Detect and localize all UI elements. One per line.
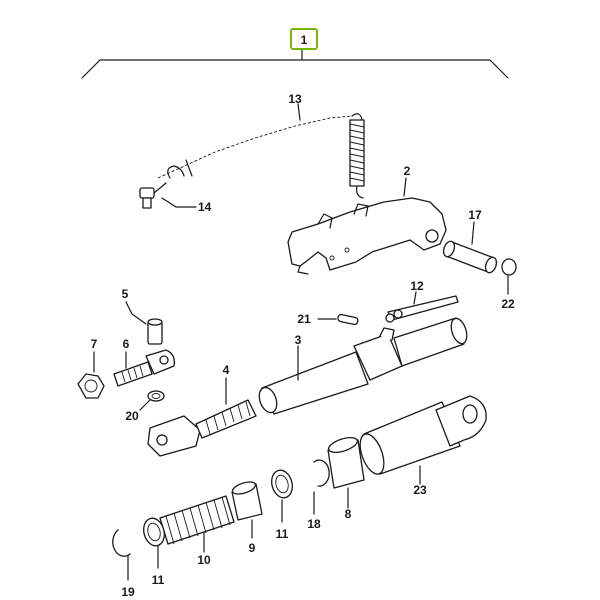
part-20-washer[interactable] <box>147 390 165 402</box>
part-13-chain[interactable] <box>157 113 365 199</box>
label-13: 13 <box>288 92 302 106</box>
part-22-ring[interactable] <box>501 258 517 276</box>
assembly-highlight-box <box>290 28 318 50</box>
label-11-right: 11 <box>276 527 289 541</box>
part-8-sleeve[interactable] <box>327 435 365 489</box>
part-17-pin[interactable] <box>442 240 499 274</box>
label-11-left: 11 <box>152 573 165 587</box>
label-19: 19 <box>121 585 135 599</box>
leader-17 <box>471 221 475 245</box>
leader-20 <box>139 399 151 411</box>
part-23-cylinder[interactable] <box>355 395 487 477</box>
label-9: 9 <box>249 541 256 555</box>
part-14-bolt[interactable] <box>139 182 167 209</box>
part-2-bracket[interactable] <box>287 197 447 275</box>
label-7: 7 <box>91 337 98 351</box>
label-8: 8 <box>345 507 352 521</box>
part-9-bushing[interactable] <box>231 480 263 521</box>
part-18-snap-ring[interactable] <box>313 459 330 487</box>
label-18: 18 <box>307 517 321 531</box>
leader-5 <box>125 301 147 325</box>
label-12: 12 <box>410 279 424 293</box>
assembly-label-1[interactable]: 1 <box>290 28 318 50</box>
label-14: 14 <box>198 200 212 214</box>
label-2: 2 <box>404 164 411 178</box>
part-21-pin[interactable] <box>337 313 359 326</box>
label-6: 6 <box>123 337 130 351</box>
label-5: 5 <box>122 287 129 301</box>
leader-12 <box>413 291 417 305</box>
label-22: 22 <box>501 297 515 311</box>
label-17: 17 <box>468 208 482 222</box>
label-10: 10 <box>197 553 211 567</box>
part-11-ring-right[interactable] <box>269 468 296 500</box>
part-5-bushing[interactable] <box>147 318 163 345</box>
spring-coil <box>349 119 365 199</box>
label-1: 1 <box>301 33 308 47</box>
part-7-nut[interactable] <box>77 373 105 399</box>
part-10-spring[interactable] <box>159 495 235 545</box>
leader-2 <box>403 177 407 197</box>
part-19-snap-ring[interactable] <box>112 529 131 557</box>
part-6-eye-bolt[interactable] <box>113 349 175 387</box>
label-4: 4 <box>223 363 230 377</box>
leader-13 <box>297 103 301 121</box>
part-12-cotter-pin[interactable] <box>385 295 459 323</box>
label-20: 20 <box>125 409 139 423</box>
part-3-tube[interactable] <box>256 316 470 415</box>
leader-14 <box>161 197 197 208</box>
part-4-clevis-rod[interactable] <box>147 399 257 457</box>
part-11-ring-left[interactable] <box>141 516 168 548</box>
label-21: 21 <box>297 312 311 326</box>
assembly-bracket <box>81 47 509 79</box>
label-3: 3 <box>295 333 302 347</box>
label-23: 23 <box>413 483 427 497</box>
